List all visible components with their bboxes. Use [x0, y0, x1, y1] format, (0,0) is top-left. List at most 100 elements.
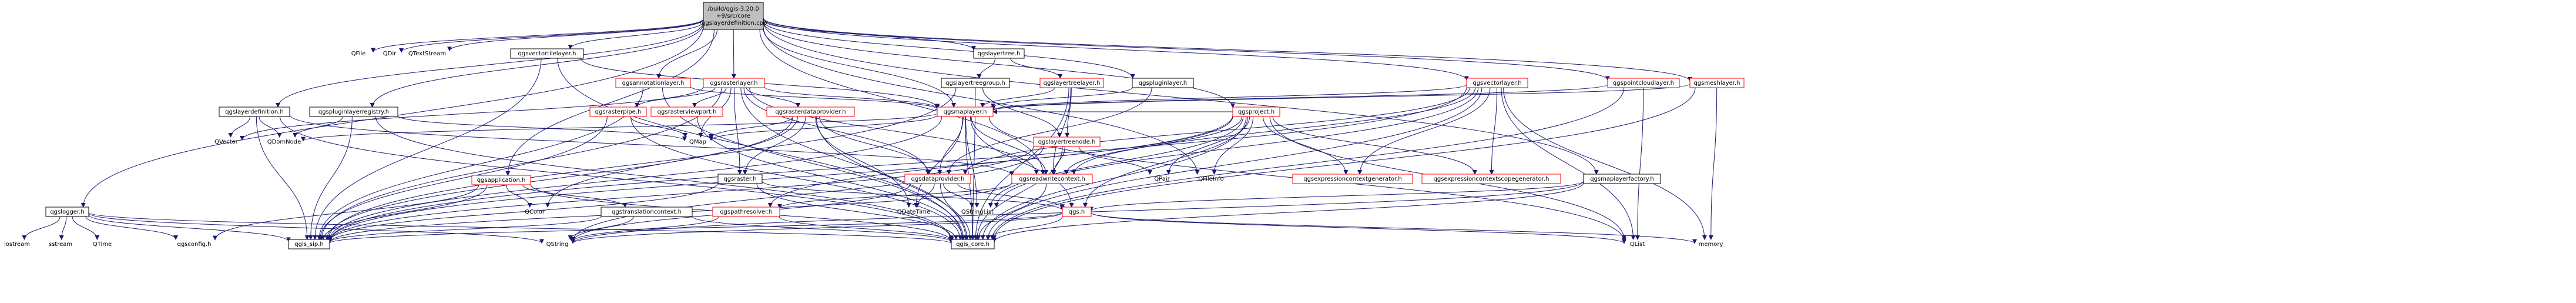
node-label-qgsmaplayerfactory: qgsmaplayerfactory.h	[1590, 176, 1654, 182]
edge-root-to-qgspointcloudlayer	[763, 18, 1610, 81]
edge-qgsvectorlayer-to-qlist	[1501, 87, 1636, 240]
edge-qgsapplication-to-qgsconfig	[213, 184, 479, 241]
node-label-qdatetime: QDateTime	[897, 209, 930, 215]
node-qgsexpressioncontextscopegenerator[interactable]: qgsexpressioncontextscopegenerator.h	[1421, 174, 1561, 184]
node-qpair: QPair	[1154, 176, 1170, 182]
node-qgslayertreenode[interactable]: qgslayertreenode.h	[1033, 136, 1101, 147]
node-qstringlist: QStringList	[961, 209, 994, 215]
node-root[interactable]: /build/qgis-3.20.0+9/src/core/qgslayerde…	[700, 2, 767, 30]
edge-qgs-to-qstring	[571, 212, 1063, 244]
node-qgslogger[interactable]: qgslogger.h	[45, 207, 89, 217]
edge-qgstranslationcontext-to-qgis_core	[692, 216, 954, 243]
edge-qgsproject-to-qgis_core	[980, 116, 1247, 240]
edge-qgsmeshlayer-to-memory	[1708, 87, 1718, 240]
node-label-qgslayerdefinition: qgslayerdefinition.h	[225, 109, 283, 115]
edges-layer	[22, 18, 1718, 244]
node-box-qgspointcloudlayer	[1607, 78, 1680, 88]
node-label-qpair: QPair	[1154, 176, 1170, 182]
node-qgsannotationlayer[interactable]: qgsannotationlayer.h	[615, 78, 691, 88]
node-qgspluginlayerregistry[interactable]: qgspluginlayerregistry.h	[309, 106, 398, 117]
node-qgsvectortilelayer[interactable]: qgsvectortilelayer.h	[510, 48, 584, 59]
node-label-iostream: iostream	[4, 241, 30, 248]
node-box-qgsproject	[1232, 106, 1280, 117]
node-label-qgslayertree: qgslayertree.h	[978, 51, 1021, 57]
edge-root-to-qgspluginlayer	[763, 20, 1135, 79]
node-qgsdataprovider[interactable]: qgsdataprovider.h	[904, 174, 971, 184]
node-qmap: QMap	[689, 139, 706, 145]
node-qgis_sip[interactable]: qgis_sip.h	[288, 239, 330, 249]
node-label-qgsrasterlayer: qgsrasterlayer.h	[710, 80, 757, 86]
edge-qgstranslationcontext-to-qstring	[568, 216, 634, 240]
node-memory: memory	[1699, 241, 1723, 248]
edge-qgsvectortilelayer-to-qgis_sip	[313, 58, 542, 240]
node-qgsexpressioncontextgenerator[interactable]: qgsexpressioncontextgenerator.h	[1292, 174, 1413, 184]
node-box-qgsreadwritecontext	[1011, 174, 1093, 184]
node-qgsreadwritecontext[interactable]: qgsreadwritecontext.h	[1011, 174, 1093, 184]
node-qgsproject[interactable]: qgsproject.h	[1232, 106, 1280, 117]
edge-qgsdataprovider-to-qgis_core	[940, 183, 973, 240]
node-box-qgslayertreelayer	[1039, 78, 1104, 88]
node-qgsvectorlayer[interactable]: qgsvectorlayer.h	[1466, 78, 1528, 88]
node-qgsmaplayer[interactable]: qgsmaplayer.h	[937, 106, 994, 117]
edge-qgsmaplayer-to-qgs	[970, 116, 1074, 208]
edge-qgsproject-to-qgis_sip	[327, 115, 1233, 242]
node-qgis_core[interactable]: qgis_core.h	[951, 239, 995, 249]
edge-qgsapplication-to-qcolor	[505, 184, 532, 208]
node-label-qgslogger: qgslogger.h	[50, 209, 84, 215]
node-qgsmeshlayer[interactable]: qgsmeshlayer.h	[1689, 78, 1745, 88]
node-box-qgsrasterpipe	[589, 106, 647, 117]
node-label-sstream: sstream	[49, 241, 72, 248]
node-label-qcolor: QColor	[525, 209, 545, 215]
edge-qgslayertreenode-to-qgis_core	[974, 146, 1063, 240]
edge-root-to-qgsreadwritecontext	[759, 29, 1045, 175]
node-label-qdir: QDir	[383, 51, 397, 57]
edge-qgspluginlayer-to-qgsdataprovider	[946, 87, 1152, 175]
node-box-qgis_sip	[288, 239, 330, 249]
node-qgsconfig: qgsconfig.h	[177, 241, 211, 248]
edge-qgsvectorlayer-to-memory	[1503, 87, 1707, 240]
edge-qgsvectorlayer-to-qstringlist	[994, 87, 1479, 208]
node-label-qtextstream: QTextStream	[408, 51, 446, 57]
node-box-qgslayerdefinition	[219, 106, 290, 117]
edge-qgslogger-to-iostream	[22, 216, 61, 240]
node-qgsrasterviewport[interactable]: qgsrasterviewport.h	[650, 106, 723, 117]
node-qgslayertreelayer[interactable]: qgslayertreelayer.h	[1039, 78, 1104, 88]
node-qgslayerdefinition[interactable]: qgslayerdefinition.h	[219, 106, 290, 117]
edge-qgslogger-to-sstream	[59, 216, 67, 240]
node-qgsrasterpipe[interactable]: qgsrasterpipe.h	[589, 106, 647, 117]
node-label-qlist: QList	[1630, 241, 1645, 248]
node-label-qgsvectortilelayer: qgsvectortilelayer.h	[518, 51, 576, 57]
node-label-qgstranslationcontext: qgstranslationcontext.h	[612, 209, 682, 215]
node-qgstranslationcontext[interactable]: qgstranslationcontext.h	[601, 207, 693, 217]
node-qcolor: QColor	[525, 209, 545, 215]
node-label-memory: memory	[1699, 241, 1723, 248]
edge-qgslayerdefinition-to-qvector	[228, 116, 250, 138]
node-qgspointcloudlayer[interactable]: qgspointcloudlayer.h	[1607, 78, 1680, 88]
edge-qgslayertreelayer-to-qgsreadwritecontext	[1051, 87, 1071, 175]
edge-qgsproject-to-qgspathresolver	[767, 116, 1233, 208]
edge-qgsmaplayer-to-qstringlist	[965, 116, 980, 208]
edge-root-to-qgsvectorlayer	[763, 18, 1469, 81]
node-qgsraster[interactable]: qgsraster.h	[717, 174, 763, 184]
node-qgsapplication[interactable]: qgsapplication.h	[471, 175, 531, 185]
node-box-qgsapplication	[471, 175, 531, 185]
node-qlist: QList	[1630, 241, 1645, 248]
edge-qgsreadwritecontext-to-qgspathresolver	[777, 182, 1012, 209]
node-qstring: QString	[546, 241, 569, 248]
node-label-qgslayertreenode: qgslayertreenode.h	[1038, 139, 1096, 145]
node-qgslayertreegroup[interactable]: qgslayertreegroup.h	[941, 78, 1010, 88]
node-qgsrasterlayer[interactable]: qgsrasterlayer.h	[703, 78, 765, 88]
edge-qgslayertree-to-qgslayertreegroup	[977, 58, 996, 79]
node-qgslayertree[interactable]: qgslayertree.h	[973, 48, 1025, 59]
node-qgsrasterdataprovider[interactable]: qgsrasterdataprovider.h	[766, 106, 855, 117]
node-qgspluginlayer[interactable]: qgspluginlayer.h	[1132, 78, 1194, 88]
node-qgs[interactable]: qgs.h	[1062, 207, 1092, 217]
node-qgsmaplayerfactory[interactable]: qgsmaplayerfactory.h	[1583, 174, 1661, 184]
node-label-qgsdataprovider: qgsdataprovider.h	[911, 176, 965, 182]
node-label-qstringlist: QStringList	[961, 209, 994, 215]
edge-qgsproject-to-qstringlist	[988, 116, 1244, 208]
node-qgspathresolver[interactable]: qgspathresolver.h	[712, 207, 780, 217]
node-box-qgstranslationcontext	[601, 207, 693, 217]
edge-root-to-qtextstream	[447, 19, 704, 52]
